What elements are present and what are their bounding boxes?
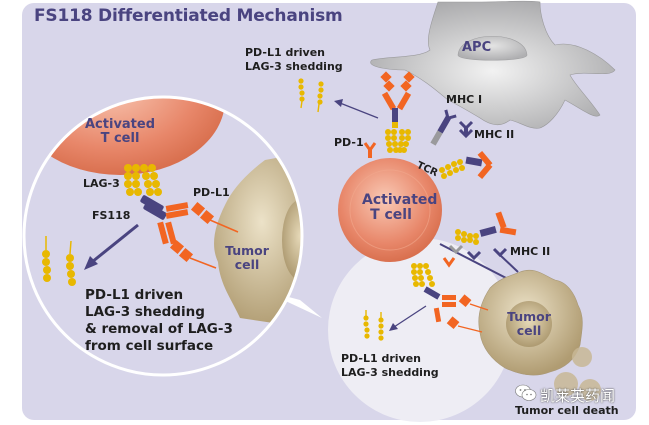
main-tumor-cell	[478, 269, 583, 376]
zoom-caption-line3: & removal of LAG-3	[85, 321, 233, 337]
top-shed-lag3	[298, 78, 324, 113]
main-tumor-cell-label: Tumor cell	[504, 310, 554, 338]
mhc-molecules-apc	[430, 109, 474, 146]
mhc1-label: MHC I	[446, 93, 483, 106]
main-tumor-label-line1: Tumor	[507, 309, 551, 324]
top-fs118-antibody	[380, 71, 415, 128]
mhc2-tumor	[439, 243, 519, 281]
zoom-shed-lag3	[42, 236, 76, 286]
zoom-t-cell-label-line1: Activated	[85, 117, 156, 132]
bottom-shedding-label: PD-L1 driven LAG-3 shedding	[341, 352, 439, 380]
zoom-tumor-label-line1: Tumor	[225, 243, 269, 258]
main-t-cell-label-line2: T cell	[370, 207, 412, 224]
top-shedding-label: PD-L1 driven LAG-3 shedding	[245, 46, 343, 74]
zoom-caption-line1: PD-L1 driven	[85, 287, 184, 303]
zoom-lag3	[124, 164, 162, 196]
shedding-zone-circle	[328, 238, 512, 422]
bottom-shed-lag3	[363, 310, 384, 341]
pd1-receptor	[363, 142, 456, 268]
mhc2-right-label: MHC II	[510, 245, 551, 258]
zoom-caption: PD-L1 driven LAG-3 shedding & removal of…	[85, 287, 233, 355]
top-lag3	[385, 129, 411, 153]
main-tumor-label-line2: cell	[516, 322, 542, 338]
fs118-label: FS118	[92, 209, 131, 222]
bottom-shedding-arrow	[389, 305, 427, 331]
main-t-cell-label-line1: Activated	[362, 192, 438, 208]
zoom-t-cell-label-line2: T cell	[100, 131, 140, 147]
diagram-title: FS118 Differentiated Mechanism	[34, 6, 343, 26]
pdl1-label: PD-L1	[193, 186, 230, 199]
bottom-shedding-line1: PD-L1 driven	[341, 352, 421, 365]
zoom-callout	[22, 95, 304, 377]
watermark-text: 凯莱英药闻	[540, 387, 616, 405]
zoom-tumor-cell-label: Tumor cell	[222, 244, 272, 272]
bottom-shedding-line2: LAG-3 shedding	[341, 366, 439, 379]
top-shedding-arrow	[334, 99, 379, 119]
zoom-fs118-antibody	[140, 195, 189, 245]
apc-cell	[370, 0, 616, 129]
zoom-pdl1	[169, 201, 239, 269]
zoom-caption-line4: from cell surface	[85, 338, 214, 354]
lag3-label: LAG-3	[83, 177, 120, 190]
mhc2-top-label: MHC II	[474, 128, 515, 141]
pd1-label: PD-1	[334, 136, 364, 149]
main-t-cell	[338, 158, 442, 262]
zoom-tumor-label-line2: cell	[234, 256, 260, 272]
tumor-death-label: Tumor cell death	[515, 404, 619, 417]
apc-label: APC	[462, 40, 492, 55]
wechat-icon	[515, 384, 537, 401]
zoom-caption-line2: LAG-3 shedding	[85, 304, 205, 320]
main-t-cell-label: Activated T cell	[362, 192, 438, 224]
bottom-fs118-complex	[411, 263, 489, 333]
zoom-t-cell-label: Activated T cell	[85, 117, 156, 147]
tumor-death-fragments	[554, 347, 601, 401]
top-shedding-line1: PD-L1 driven	[245, 46, 325, 59]
top-shedding-line2: LAG-3 shedding	[245, 60, 343, 73]
right-fs118-antibodies	[439, 150, 517, 245]
zoom-shedding-arrow	[84, 223, 139, 270]
